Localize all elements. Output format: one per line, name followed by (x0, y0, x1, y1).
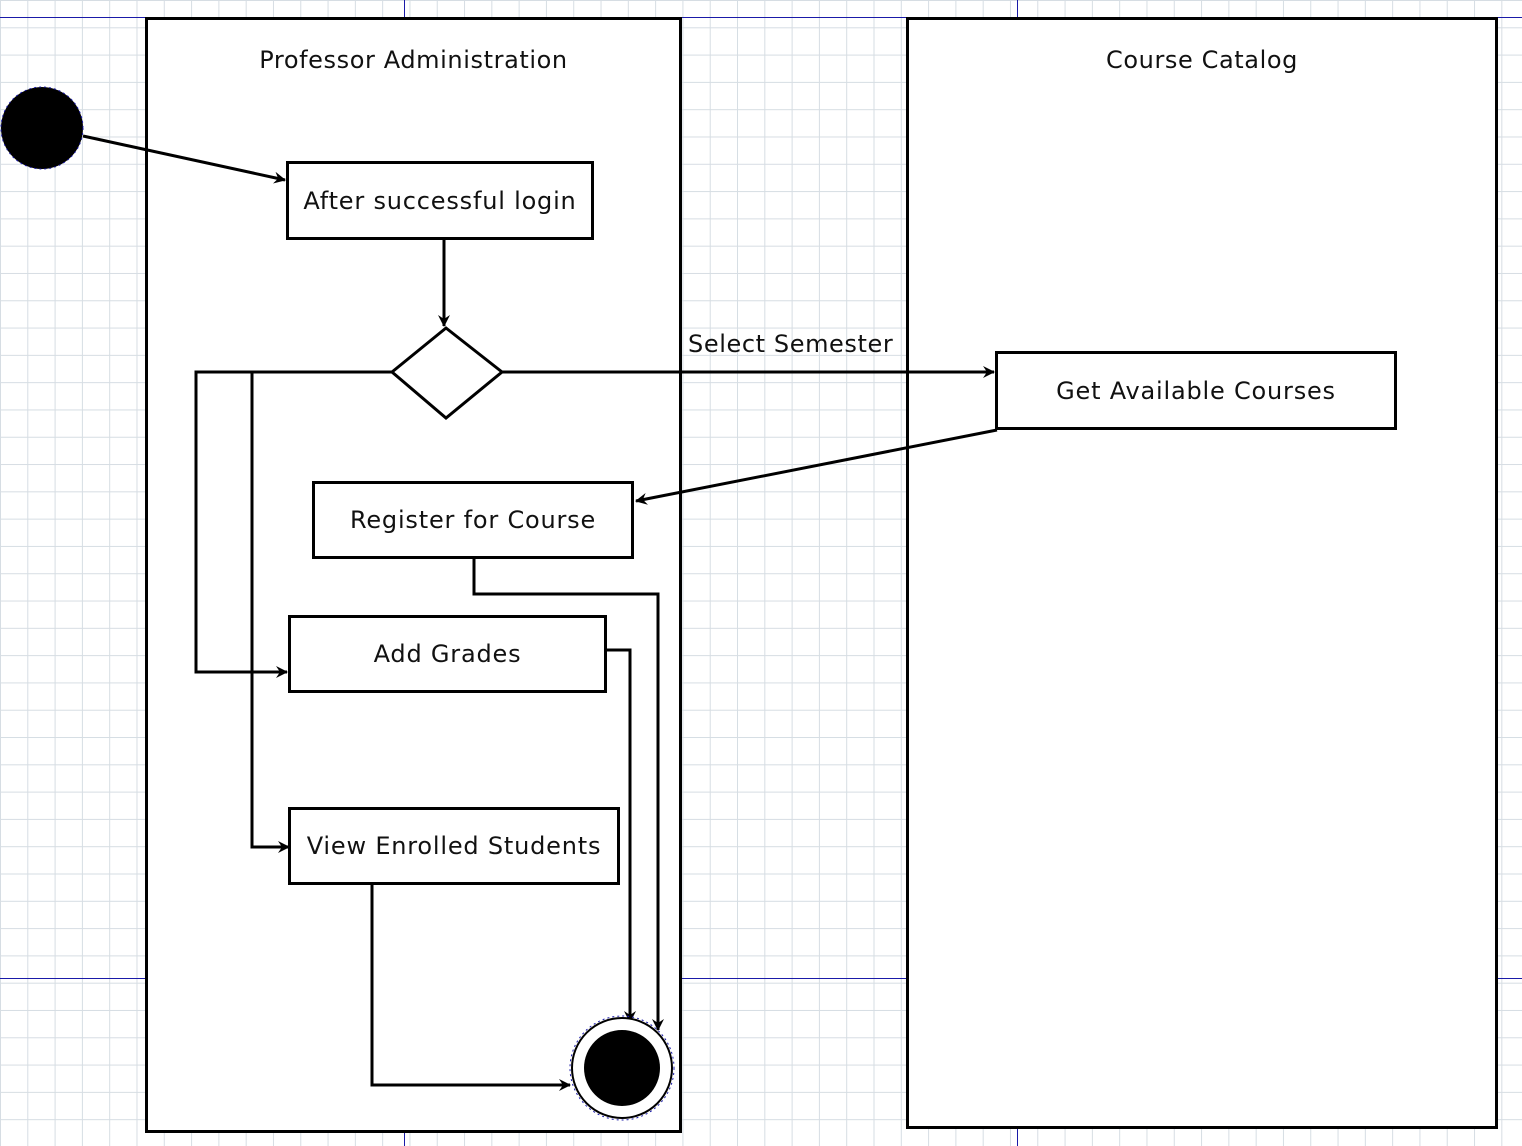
edge-add-grades-to-final[interactable] (606, 648, 636, 1023)
decision-node[interactable] (389, 326, 505, 420)
edge-register-to-final[interactable] (472, 558, 664, 1031)
edge-courses-to-register[interactable] (635, 428, 998, 505)
activity-add-grades[interactable]: Add Grades (288, 615, 607, 693)
activity-register-for-course[interactable]: Register for Course (312, 481, 634, 559)
swimlane-course-catalog[interactable]: Course Catalog (906, 17, 1498, 1129)
edge-label-select-semester: Select Semester (688, 330, 894, 358)
final-node[interactable] (569, 1015, 675, 1121)
edge-view-students-to-final[interactable] (370, 884, 571, 1091)
swimlane-title: Course Catalog (1106, 46, 1298, 74)
edge-decision-to-add-grades[interactable] (194, 370, 392, 678)
swimlane-title: Professor Administration (259, 46, 568, 74)
activity-view-enrolled-students[interactable]: View Enrolled Students (288, 807, 620, 885)
activity-get-available-courses[interactable]: Get Available Courses (995, 351, 1397, 430)
activity-after-successful-login[interactable]: After successful login (286, 161, 594, 240)
edge-decision-to-view-students[interactable] (250, 372, 290, 853)
page-break-horizontal-2 (0, 978, 1522, 979)
edge-start-to-login[interactable] (82, 134, 286, 184)
initial-node[interactable] (0, 86, 84, 170)
page-break-horizontal-1 (0, 17, 1522, 18)
